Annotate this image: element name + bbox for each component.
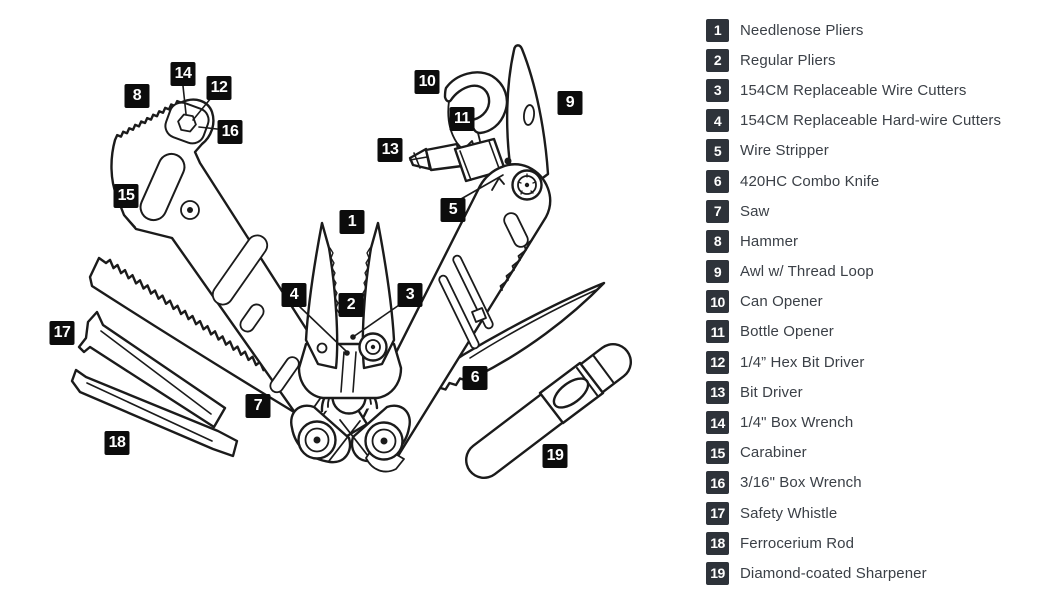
legend-badge: 8 bbox=[706, 229, 729, 253]
legend-item-16: 16 3/16" Box Wrench bbox=[706, 468, 1036, 498]
legend-item-11: 11 Bottle Opener bbox=[706, 317, 1036, 347]
legend-label: Awl w/ Thread Loop bbox=[740, 263, 874, 281]
legend-badge: 17 bbox=[706, 501, 729, 525]
callout-1: 1 bbox=[339, 210, 365, 234]
callout-7: 7 bbox=[245, 394, 271, 418]
callout-17: 17 bbox=[49, 321, 75, 345]
legend-label: Regular Pliers bbox=[740, 51, 836, 69]
callout-13: 13 bbox=[377, 138, 403, 162]
legend-badge: 9 bbox=[706, 260, 729, 284]
callout-12: 12 bbox=[206, 76, 232, 100]
callout-9: 9 bbox=[557, 91, 583, 115]
callout-10: 10 bbox=[414, 70, 440, 94]
legend-item-15: 15 Carabiner bbox=[706, 438, 1036, 468]
legend-item-19: 19 Diamond-coated Sharpener bbox=[706, 558, 1036, 588]
legend-item-10: 10 Can Opener bbox=[706, 287, 1036, 317]
legend-item-8: 8 Hammer bbox=[706, 226, 1036, 256]
legend-label: 420HC Combo Knife bbox=[740, 172, 880, 190]
legend-label: Safety Whistle bbox=[740, 504, 838, 522]
callout-11: 11 bbox=[449, 107, 475, 131]
legend-label: Diamond-coated Sharpener bbox=[740, 564, 927, 582]
multitool-diagram: 1 2 3 4 5 6 7 8 9 10 11 12 13 14 15 16 1… bbox=[49, 44, 632, 479]
legend-label: Bottle Opener bbox=[740, 323, 834, 341]
legend-badge: 2 bbox=[706, 48, 729, 72]
legend-label: Saw bbox=[740, 202, 770, 220]
legend-badge: 15 bbox=[706, 441, 729, 465]
legend-label: Bit Driver bbox=[740, 383, 803, 401]
legend-badge: 3 bbox=[706, 78, 729, 102]
callout-3: 3 bbox=[397, 283, 423, 307]
legend-item-6: 6 420HC Combo Knife bbox=[706, 166, 1036, 196]
legend-item-2: 2 Regular Pliers bbox=[706, 45, 1036, 75]
legend-label: 1/4” Hex Bit Driver bbox=[740, 353, 865, 371]
legend-badge: 12 bbox=[706, 350, 729, 374]
legend-item-14: 14 1/4" Box Wrench bbox=[706, 407, 1036, 437]
legend-label: 154CM Replaceable Wire Cutters bbox=[740, 81, 967, 99]
legend-badge: 11 bbox=[706, 320, 729, 344]
legend-badge: 10 bbox=[706, 290, 729, 314]
awl bbox=[505, 44, 550, 182]
callout-8: 8 bbox=[124, 84, 150, 108]
callout-6: 6 bbox=[462, 366, 488, 390]
leader-lines bbox=[182, 85, 504, 356]
legend-badge: 14 bbox=[706, 411, 729, 435]
legend-item-17: 17 Safety Whistle bbox=[706, 498, 1036, 528]
right-handle bbox=[360, 163, 552, 458]
callout-14: 14 bbox=[170, 62, 196, 86]
legend-label: 3/16" Box Wrench bbox=[740, 474, 862, 492]
legend-label: Hammer bbox=[740, 232, 799, 250]
legend-label: Ferrocerium Rod bbox=[740, 534, 855, 552]
legend-badge: 13 bbox=[706, 380, 729, 404]
legend-badge: 4 bbox=[706, 109, 729, 133]
legend-label: 154CM Replaceable Hard-wire Cutters bbox=[740, 112, 1002, 130]
saw-blade bbox=[88, 256, 303, 414]
legend-item-9: 9 Awl w/ Thread Loop bbox=[706, 257, 1036, 287]
legend-badge: 6 bbox=[706, 169, 729, 193]
callout-16: 16 bbox=[217, 120, 243, 144]
sharpener bbox=[465, 343, 632, 479]
legend-item-3: 3 154CM Replaceable Wire Cutters bbox=[706, 75, 1036, 105]
legend-badge: 18 bbox=[706, 531, 729, 555]
callout-19: 19 bbox=[542, 444, 568, 468]
legend-badge: 5 bbox=[706, 139, 729, 163]
callout-18: 18 bbox=[104, 431, 130, 455]
legend-item-12: 12 1/4” Hex Bit Driver bbox=[706, 347, 1036, 377]
legend-item-1: 1 Needlenose Pliers bbox=[706, 15, 1036, 45]
legend-item-18: 18 Ferrocerium Rod bbox=[706, 528, 1036, 558]
ferro-rod bbox=[70, 368, 239, 458]
legend-badge: 7 bbox=[706, 199, 729, 223]
legend-badge: 1 bbox=[706, 18, 729, 42]
legend-label: Carabiner bbox=[740, 444, 807, 462]
legend-label: Can Opener bbox=[740, 293, 823, 311]
legend-label: 1/4" Box Wrench bbox=[740, 414, 854, 432]
pliers bbox=[297, 221, 403, 400]
legend-label: Needlenose Pliers bbox=[740, 21, 864, 39]
legend-item-5: 5 Wire Stripper bbox=[706, 136, 1036, 166]
legend-item-13: 13 Bit Driver bbox=[706, 377, 1036, 407]
callout-5: 5 bbox=[440, 198, 466, 222]
callout-15: 15 bbox=[113, 184, 139, 208]
callout-2: 2 bbox=[338, 293, 364, 317]
hex-box-wrench bbox=[164, 101, 210, 145]
legend-badge: 16 bbox=[706, 471, 729, 495]
callout-4: 4 bbox=[281, 283, 307, 307]
legend-badge: 19 bbox=[706, 561, 729, 585]
legend-item-4: 4 154CM Replaceable Hard-wire Cutters bbox=[706, 106, 1036, 136]
carabiner bbox=[123, 152, 186, 228]
safety-whistle bbox=[77, 310, 227, 429]
legend-item-7: 7 Saw bbox=[706, 196, 1036, 226]
multitool-line-art bbox=[70, 44, 632, 479]
legend-label: Wire Stripper bbox=[740, 142, 829, 160]
